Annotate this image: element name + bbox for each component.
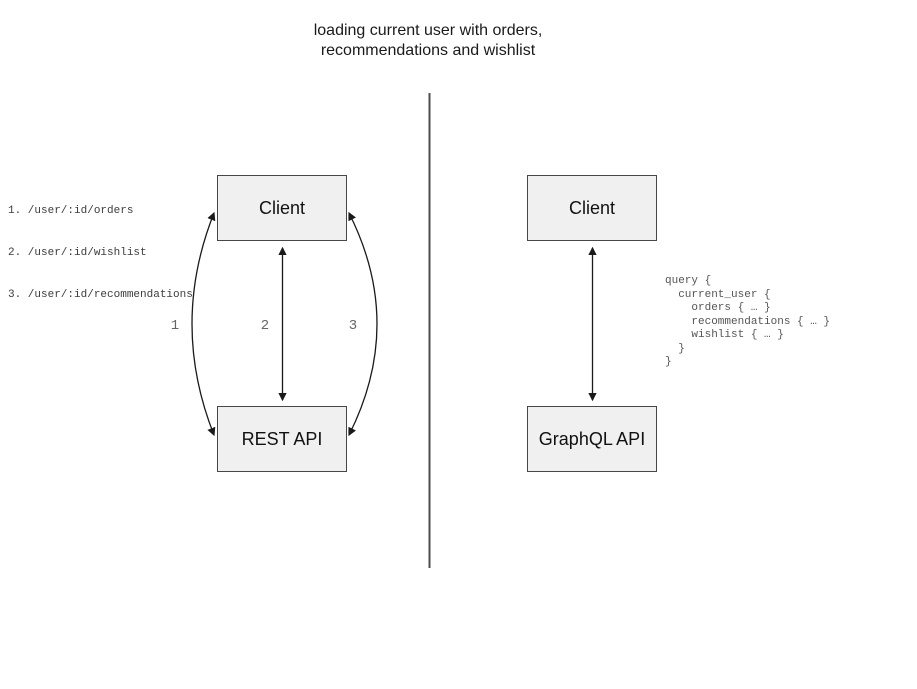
graphql-api-label: GraphQL API [538,428,646,449]
rest-endpoint-item: 3. /user/:id/recommendations [8,289,193,301]
rest-client-box: Client [217,175,347,241]
rest-endpoint-item: 2. /user/:id/wishlist [8,247,147,259]
arrow-label-recommendations: 3 [348,318,358,334]
rest-endpoint-item: 1. /user/:id/orders [8,205,134,217]
graphql-client-label: Client [568,197,616,218]
graphql-client-box: Client [527,175,657,241]
graphql-api-box: GraphQL API [527,406,657,472]
diagram-title: loading current user with orders, recomm… [313,22,543,59]
arrow-label-orders: 1 [170,318,180,334]
arrow-label-wishlist: 2 [260,318,270,334]
rest-api-label: REST API [241,428,323,449]
rest-api-box: REST API [217,406,347,472]
rest-arrow-orders [191,211,216,437]
rest-endpoint-list: 1. /user/:id/orders 2. /user/:id/wishlis… [8,176,193,330]
rest-client-label: Client [258,197,306,218]
graphql-query-code: query { current_user { orders { … } reco… [665,275,831,368]
